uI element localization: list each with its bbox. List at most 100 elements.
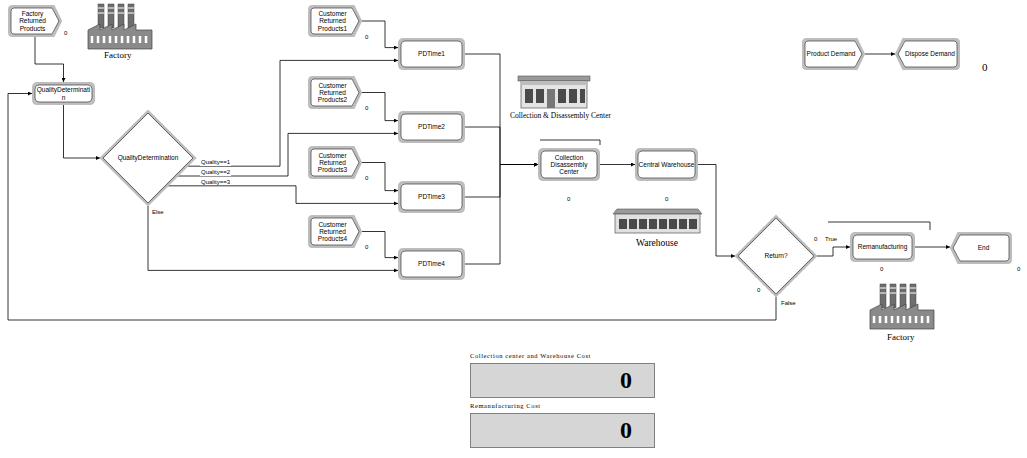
outline-shadow — [400, 250, 464, 279]
module-text-wrap: PDTime4 — [415, 260, 448, 267]
module-label: PDTime2 — [418, 123, 445, 130]
display-title: Collection center and Warehouse Cost — [470, 352, 655, 360]
flow-connector — [817, 247, 850, 256]
outline-border — [401, 184, 462, 210]
stray-line — [540, 140, 930, 230]
factory-icon — [88, 4, 152, 49]
process-module: PDTime2 — [398, 111, 465, 143]
create-module: Customer Returned Products4 — [308, 215, 362, 248]
cost-display: Collection center and Warehouse Cost 0 — [470, 352, 655, 400]
display-title-wrap: Collection center and Warehouse Cost — [470, 352, 655, 360]
flow-connector — [35, 37, 64, 82]
create-module: Product Demand — [802, 38, 865, 70]
outline-shadow — [400, 40, 464, 69]
counter-number: 0 — [982, 61, 988, 73]
outline-border — [401, 41, 462, 67]
outline-shadow — [310, 217, 361, 247]
outline-shadow — [637, 150, 697, 180]
outline-shadow — [310, 148, 361, 178]
outline-border — [541, 151, 597, 178]
process-module: QualityDeterminatin — [32, 82, 95, 105]
display-box: 0 — [470, 363, 655, 398]
counter-number: 0 — [365, 34, 368, 41]
icon-label: Collection & Disassembly Center — [510, 112, 611, 120]
outline-border — [11, 8, 59, 34]
module-label: Factory Returned Products — [12, 10, 53, 31]
outline-shadow — [540, 150, 599, 180]
branch-label: True — [824, 236, 838, 243]
outline-border — [805, 41, 862, 67]
outline-border — [311, 149, 359, 176]
module-label: PDTime3 — [418, 193, 445, 200]
module-label: Remanufacturing — [858, 243, 908, 250]
display-title-wrap: Remanufacturing Cost — [470, 402, 655, 410]
outline-border — [898, 41, 957, 67]
module-text-wrap: Collection Disassembly Center — [538, 154, 600, 175]
counter-number: 0 — [1017, 266, 1020, 273]
module-label: Customer Returned Products2 — [312, 82, 353, 103]
dispose-module: End — [950, 232, 1012, 264]
decide-module: Return? — [735, 215, 817, 297]
outline-shadow — [102, 112, 195, 205]
outline-shadow — [737, 217, 816, 296]
icon-label: Factory — [104, 51, 132, 61]
module-label: Product Demand — [807, 50, 856, 57]
module-label: End — [978, 244, 990, 251]
module-label: Central Warehouse — [639, 161, 695, 168]
process-module: Central Warehouse — [635, 148, 698, 181]
flow-connector — [465, 54, 538, 165]
counter-number: 0 — [567, 196, 570, 203]
outline-border — [853, 235, 912, 259]
branch-label: Else — [151, 209, 165, 216]
branch-label: Quality==2 — [200, 169, 231, 176]
counter-number: 0 — [814, 236, 817, 243]
outline-border — [638, 151, 695, 178]
branch-label: Quality==3 — [200, 179, 231, 186]
flow-connector — [465, 127, 538, 165]
outline-shadow — [400, 183, 464, 212]
process-module: Remanufacturing — [850, 232, 915, 262]
display-value: 0 — [471, 414, 654, 447]
module-text-wrap: Return? — [749, 252, 803, 259]
module-text-wrap: Customer Returned Products4 — [308, 221, 362, 242]
counter-number: 0 — [365, 175, 368, 182]
flow-connector — [168, 186, 398, 204]
module-text-wrap: Central Warehouse — [636, 161, 698, 168]
module-label: QualityDeterminatin — [35, 86, 92, 100]
module-text-wrap: Dispose Demand — [896, 50, 959, 57]
outline-border — [311, 218, 359, 245]
cost-display: Remanufacturing Cost 0 — [470, 402, 655, 450]
module-text-wrap: PDTime1 — [415, 50, 448, 57]
outline-shadow — [310, 7, 361, 36]
module-label: Return? — [749, 252, 803, 259]
outline-shadow — [310, 78, 361, 108]
process-module: Collection Disassembly Center — [538, 148, 600, 181]
module-text-wrap: PDTime3 — [415, 193, 448, 200]
outline-shadow — [852, 234, 914, 261]
module-label: Collection Disassembly Center — [541, 154, 597, 175]
process-module: PDTime1 — [398, 38, 465, 70]
branch-label: False — [780, 300, 797, 307]
module-text-wrap: Factory Returned Products — [8, 10, 62, 31]
warehouse-icon — [613, 209, 702, 233]
flow-connector — [8, 94, 776, 321]
module-label: Customer Returned Products1 — [312, 10, 353, 31]
create-module: Customer Returned Products3 — [308, 146, 362, 179]
outline-border — [401, 114, 462, 140]
create-module: Customer Returned Products1 — [308, 5, 362, 37]
outline-border — [35, 85, 92, 102]
flow-connector — [465, 165, 538, 265]
module-label: Customer Returned Products3 — [312, 152, 353, 173]
flow-connector — [915, 247, 950, 248]
icon-label: Factory — [887, 333, 915, 343]
outline-border — [401, 251, 462, 277]
outline-shadow — [952, 234, 1011, 263]
counter-number: 0 — [880, 266, 883, 273]
module-text-wrap: QualityDetermination — [117, 154, 180, 161]
flow-connector — [362, 232, 398, 258]
flow-connector — [188, 60, 398, 166]
process-module: PDTime4 — [398, 248, 465, 280]
decide-module: QualityDetermination — [100, 110, 196, 206]
process-module: PDTime3 — [398, 181, 465, 213]
